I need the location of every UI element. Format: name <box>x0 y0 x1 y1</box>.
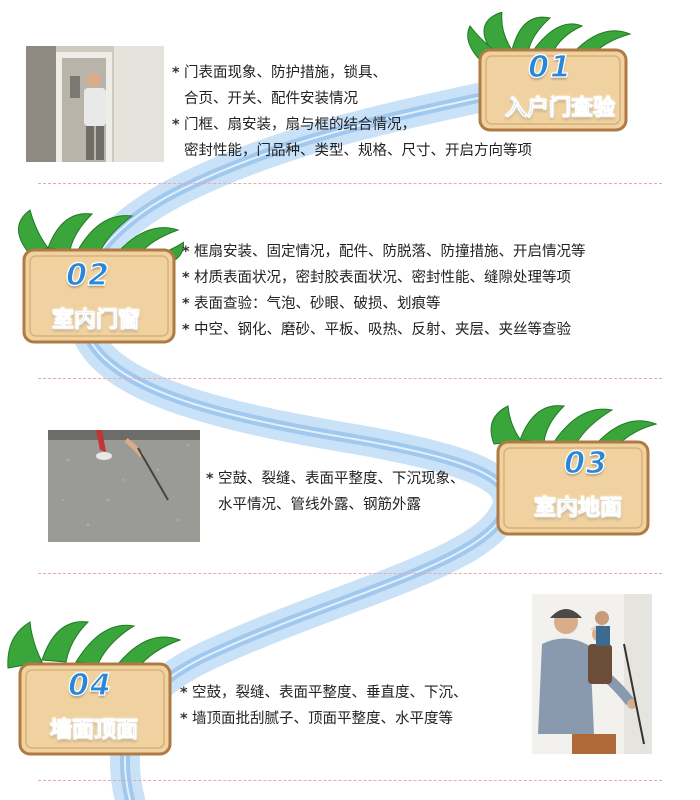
floor-inspection-photo <box>48 430 200 542</box>
bullet-line: *表面查验：气泡、砂眼、破损、划痕等 <box>182 291 586 317</box>
bullet-star-icon: * <box>182 244 190 260</box>
section-04-bullets: *空鼓，裂缝、表面平整度、垂直度、下沉、 *墙顶面批刮腻子、顶面平整度、水平度等 <box>180 680 468 732</box>
section-02-bullets: *框扇安装、固定情况，配件、防脱落、防撞措施、开启情况等 *材质表面状况，密封胶… <box>182 239 586 343</box>
section-divider <box>38 780 662 781</box>
section-title: 室内地面 <box>533 496 623 522</box>
wall-inspection-photo <box>532 594 652 754</box>
section-number: 03 <box>564 445 608 481</box>
section-title: 室内门窗 <box>51 308 141 334</box>
door-inspection-photo <box>26 46 164 162</box>
bullet-line: *门表面现象、防护措施，锁具、 <box>172 60 532 86</box>
section-01-bullets: *门表面现象、防护措施，锁具、 合页、开关、配件安装情况 *门框、扇安装，扇与框… <box>172 60 532 164</box>
bullet-line: *墙顶面批刮腻子、顶面平整度、水平度等 <box>180 706 468 732</box>
bullet-line: 密封性能，门品种、类型、规格、尺寸、开启方向等项 <box>184 143 532 159</box>
bullet-line: *门框、扇安装，扇与框的结合情况， <box>172 112 532 138</box>
section-number: 04 <box>68 667 112 703</box>
section-03-bullets: *空鼓、裂缝、表面平整度、下沉现象、 水平情况、管线外露、钢筋外露 <box>206 466 465 518</box>
section-number: 02 <box>66 257 110 293</box>
section-title: 入户门查验 <box>504 96 616 122</box>
bullet-star-icon: * <box>172 117 180 133</box>
section-title: 墙面顶面 <box>49 718 139 744</box>
bullet-star-icon: * <box>206 471 214 487</box>
section-04-sign: 04 墙面顶面 <box>6 612 182 756</box>
bullet-line: *材质表面状况，密封胶表面状况、密封性能、缝隙处理等项 <box>182 265 586 291</box>
wooden-sign-icon <box>467 12 632 132</box>
bullet-star-icon: * <box>182 322 190 338</box>
bullet-line: *空鼓、裂缝、表面平整度、下沉现象、 <box>206 466 465 492</box>
wooden-sign-icon <box>7 621 182 756</box>
bullet-star-icon: * <box>180 685 188 701</box>
section-02-sign: 02 室内门窗 <box>8 206 184 346</box>
section-01-sign: 01 入户门查验 <box>462 12 638 132</box>
section-divider <box>38 183 662 184</box>
bullet-star-icon: * <box>180 711 188 727</box>
bullet-line: 水平情况、管线外露、钢筋外露 <box>218 497 421 513</box>
section-divider <box>38 573 662 574</box>
wooden-sign-icon <box>18 209 184 344</box>
bullet-line: *框扇安装、固定情况，配件、防脱落、防撞措施、开启情况等 <box>182 239 586 265</box>
bullet-line: 合页、开关、配件安装情况 <box>184 91 358 107</box>
bullet-star-icon: * <box>172 65 180 81</box>
bullet-star-icon: * <box>182 296 190 312</box>
section-divider <box>38 378 662 379</box>
bullet-line: *中空、钢化、磨砂、平板、吸热、反射、夹层、夹丝等查验 <box>182 317 586 343</box>
bullet-line: *空鼓，裂缝、表面平整度、垂直度、下沉、 <box>180 680 468 706</box>
bullet-star-icon: * <box>182 270 190 286</box>
wooden-sign-icon <box>490 405 658 536</box>
section-03-sign: 03 室内地面 <box>484 398 660 538</box>
section-number: 01 <box>528 49 572 85</box>
